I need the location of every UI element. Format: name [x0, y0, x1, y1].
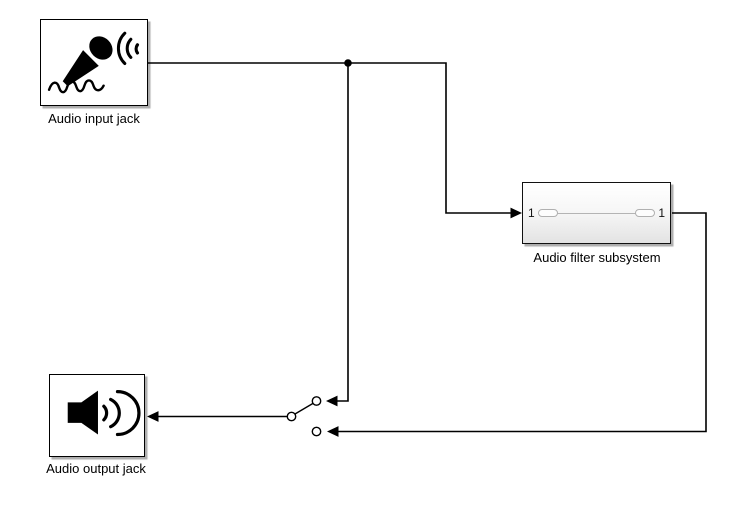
manual-switch[interactable] [286, 396, 322, 437]
audio-output-jack-block[interactable] [49, 374, 145, 457]
audio-input-jack-label: Audio input jack [48, 111, 140, 126]
switch-common-contact [286, 411, 297, 422]
microphone-icon [47, 31, 140, 94]
audio-output-jack-label: Audio output jack [46, 461, 146, 476]
wire-input-to-filter[interactable] [148, 62, 522, 219]
speaker-icon [67, 389, 141, 437]
inport-preview-oval [537, 208, 558, 217]
preview-signal-line [549, 212, 644, 214]
audio-filter-subsystem-label: Audio filter subsystem [533, 250, 661, 265]
wire-branch-to-switch-upper-input[interactable] [326, 63, 349, 407]
wire-filter-output-to-switch-lower-input[interactable] [327, 212, 707, 437]
audio-input-jack-block[interactable] [40, 19, 148, 106]
audio-filter-subsystem-block[interactable]: 1 1 [522, 182, 671, 244]
subsystem-contents-preview [537, 208, 656, 219]
switch-upper-contact [311, 396, 322, 406]
switch-lever[interactable] [294, 402, 314, 415]
outport-preview-oval [635, 208, 656, 217]
subsystem-output-port-number: 1 [658, 206, 665, 220]
switch-lower-contact [311, 426, 322, 437]
subsystem-input-port-number: 1 [528, 206, 535, 220]
wire-switch-to-output-jack[interactable] [147, 411, 287, 422]
